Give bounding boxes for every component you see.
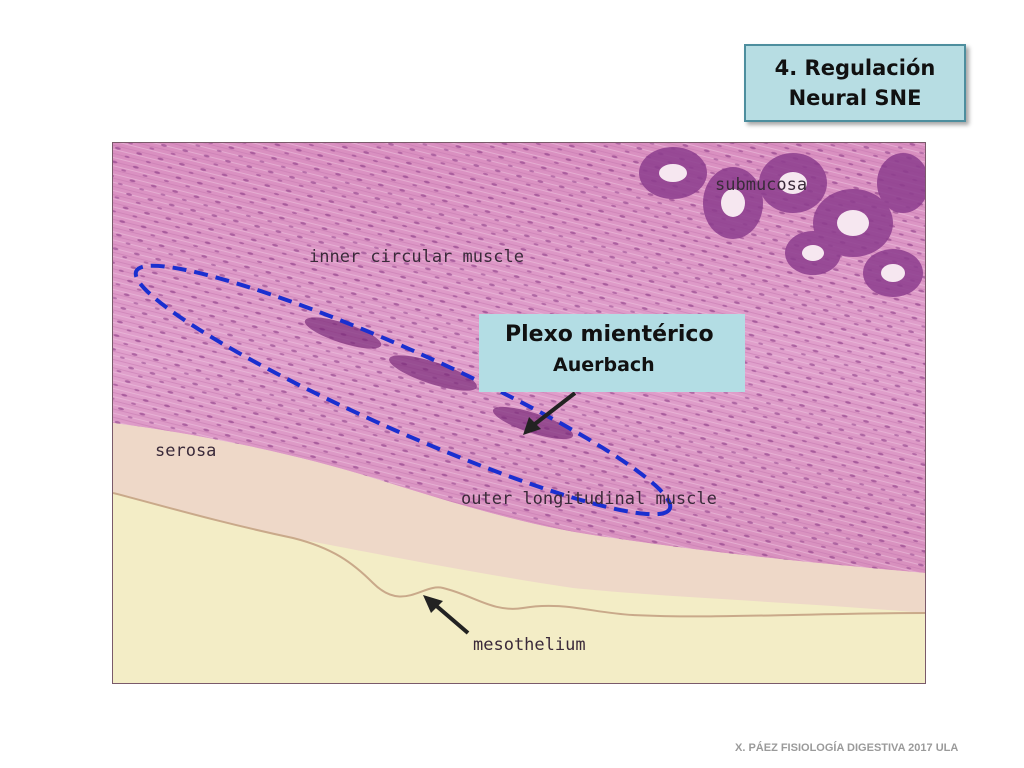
- label-submucosa: submucosa: [715, 175, 808, 195]
- callout-arrow: [523, 391, 577, 435]
- plexo-callout-box: Plexo mientérico Auerbach: [479, 314, 745, 392]
- label-inner-circular-muscle: inner circular muscle: [309, 247, 524, 267]
- callout-line1: Plexo mientérico: [505, 322, 714, 347]
- label-mesothelium: mesothelium: [473, 635, 586, 655]
- slide-title-line1: 4. Regulación: [774, 56, 936, 80]
- histology-micrograph: submucosa inner circular muscle serosa o…: [112, 142, 926, 684]
- footer-credit: X. PÁEZ FISIOLOGÍA DIGESTIVA 2017 ULA: [735, 742, 959, 754]
- callout-line2: Auerbach: [553, 354, 655, 376]
- slide-title-line2: Neural SNE: [788, 86, 922, 110]
- label-outer-longitudinal-muscle: outer longitudinal muscle: [461, 489, 717, 509]
- label-serosa: serosa: [155, 441, 217, 461]
- mesothelium-arrow: [423, 595, 470, 635]
- slide-title-box: 4. Regulación Neural SNE: [744, 44, 966, 122]
- plexus-highlight-ellipse: [133, 263, 673, 517]
- micrograph-image: [113, 143, 925, 683]
